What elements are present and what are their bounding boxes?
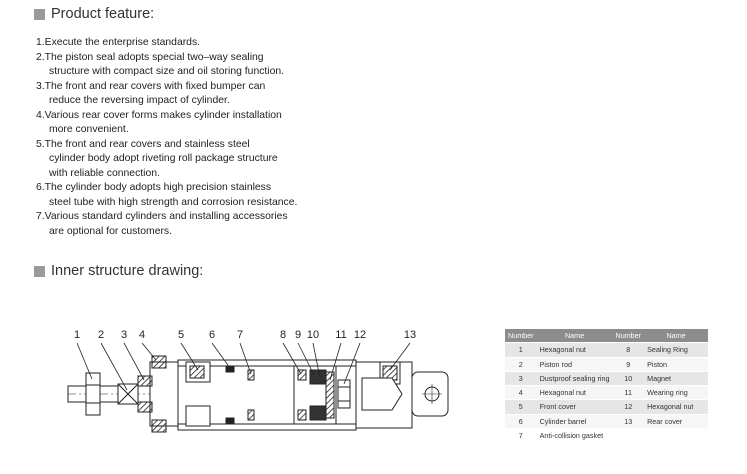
feature-item: 1.Execute the enterprise standards. — [36, 36, 297, 51]
part-number: 3 — [505, 371, 537, 387]
feature-line: 1.Execute the enterprise standards. — [36, 37, 201, 48]
front-cover-outline — [149, 361, 181, 427]
part-number: 10 — [612, 371, 645, 387]
feature-line-continued: are optional for customers. — [49, 225, 173, 237]
feature-line-continued: structure with compact size and oil stor… — [49, 66, 285, 77]
callout-10: 10 — [307, 329, 319, 341]
feature-line: 4.Various rear cover forms makes cylinde… — [36, 109, 282, 121]
part-number: 2 — [505, 357, 537, 372]
cylinder-body — [67, 355, 449, 433]
hexagonal-nut-12 — [337, 379, 351, 409]
part-number: 8 — [612, 342, 645, 358]
header-number: Number — [505, 329, 537, 344]
hexagonal-nut-1 — [85, 372, 101, 416]
feature-item: 3.The front and rear covers with fixed b… — [36, 80, 297, 109]
callout-6: 6 — [209, 329, 215, 341]
feature-line: 6.The cylinder body adopts high precisio… — [36, 182, 272, 193]
part-number: 6 — [505, 414, 537, 430]
feature-item: 7.Various standard cylinders and install… — [36, 210, 297, 239]
feature-item: 6.The cylinder body adopts high precisio… — [36, 181, 297, 210]
callout-3: 3 — [121, 329, 127, 341]
feature-line-continued: more convenient. — [49, 124, 129, 135]
part-number: 11 — [612, 385, 645, 401]
callout-12: 12 — [354, 329, 366, 341]
part-number: 13 — [612, 414, 645, 430]
part-number: 9 — [612, 357, 645, 372]
callout-1: 1 — [74, 329, 80, 341]
part-name: Magnet — [644, 371, 709, 387]
part-name: Hexagonal nut — [644, 399, 709, 415]
part-name: Cylinder barrel — [536, 414, 613, 430]
feature-item: 5.The front and rear covers and stainles… — [36, 138, 297, 182]
feature-line-continued: cylinder body adopt riveting roll packag… — [49, 153, 278, 164]
part-name: Wearing ring — [644, 385, 709, 401]
feature-list: 1.Execute the enterprise standards. 2.The… — [36, 36, 297, 239]
leader-lines — [76, 342, 411, 391]
wearing-ring — [325, 371, 335, 419]
callout-8: 8 — [280, 329, 286, 341]
callout-13: 13 — [404, 329, 416, 341]
callout-7: 7 — [237, 329, 243, 341]
feature-item: 2.The piston seal adopts special two–way… — [36, 51, 297, 80]
feature-line: 5.The front and rear covers and stainles… — [36, 138, 250, 150]
heading-square-icon — [34, 265, 45, 277]
part-name: Front cover — [536, 399, 613, 415]
part-number — [612, 428, 645, 444]
inner-structure-heading: Inner structure drawing: — [34, 263, 203, 279]
callout-2: 2 — [98, 329, 104, 341]
product-feature-heading: Product feature: — [34, 6, 154, 22]
feature-line-continued: with reliable connection. — [49, 167, 160, 179]
feature-line: 2.The piston seal adopts special two–way… — [36, 51, 264, 63]
part-name: Hexagonal nut — [536, 342, 613, 358]
callout-11: 11 — [335, 329, 346, 341]
dustproof-seal — [137, 375, 153, 387]
feature-line-continued: steel tube with high strength and corros… — [49, 196, 298, 208]
part-number: 12 — [612, 399, 645, 415]
parts-table-header: Number Name Number Name — [505, 329, 709, 344]
header-name: Name — [644, 329, 709, 344]
part-name: Hexagonal nut — [536, 385, 613, 401]
callout-9: 9 — [295, 329, 301, 341]
part-name: Piston — [644, 357, 709, 372]
part-name: Sealing Ring — [644, 342, 709, 358]
part-name: Dustproof sealing ring — [536, 371, 613, 387]
part-name: Piston rod — [536, 357, 613, 372]
feature-line: 3.The front and rear covers with fixed b… — [36, 80, 266, 92]
header-number: Number — [612, 329, 645, 344]
inner-structure-title: Inner structure drawing: — [51, 263, 204, 279]
part-number: 1 — [505, 342, 537, 358]
part-number: 5 — [505, 399, 537, 415]
header-name: Name — [536, 329, 613, 344]
part-number: 7 — [505, 428, 537, 444]
callout-5: 5 — [178, 329, 184, 341]
heading-square-icon — [34, 8, 45, 20]
feature-line: 7.Various standard cylinders and install… — [36, 211, 288, 222]
part-name — [644, 428, 709, 444]
part-number: 4 — [505, 385, 537, 401]
part-name: Anti-collision gasket — [536, 428, 613, 444]
feature-line-continued: reduce the reversing impact of cylinder. — [49, 95, 230, 106]
product-feature-title: Product feature: — [51, 6, 155, 22]
callout-4: 4 — [139, 329, 145, 341]
feature-item: 4.Various rear cover forms makes cylinde… — [36, 109, 297, 138]
part-name: Rear cover — [644, 414, 709, 430]
anti-collision-gasket — [247, 369, 255, 381]
sealing-ring — [297, 369, 307, 381]
